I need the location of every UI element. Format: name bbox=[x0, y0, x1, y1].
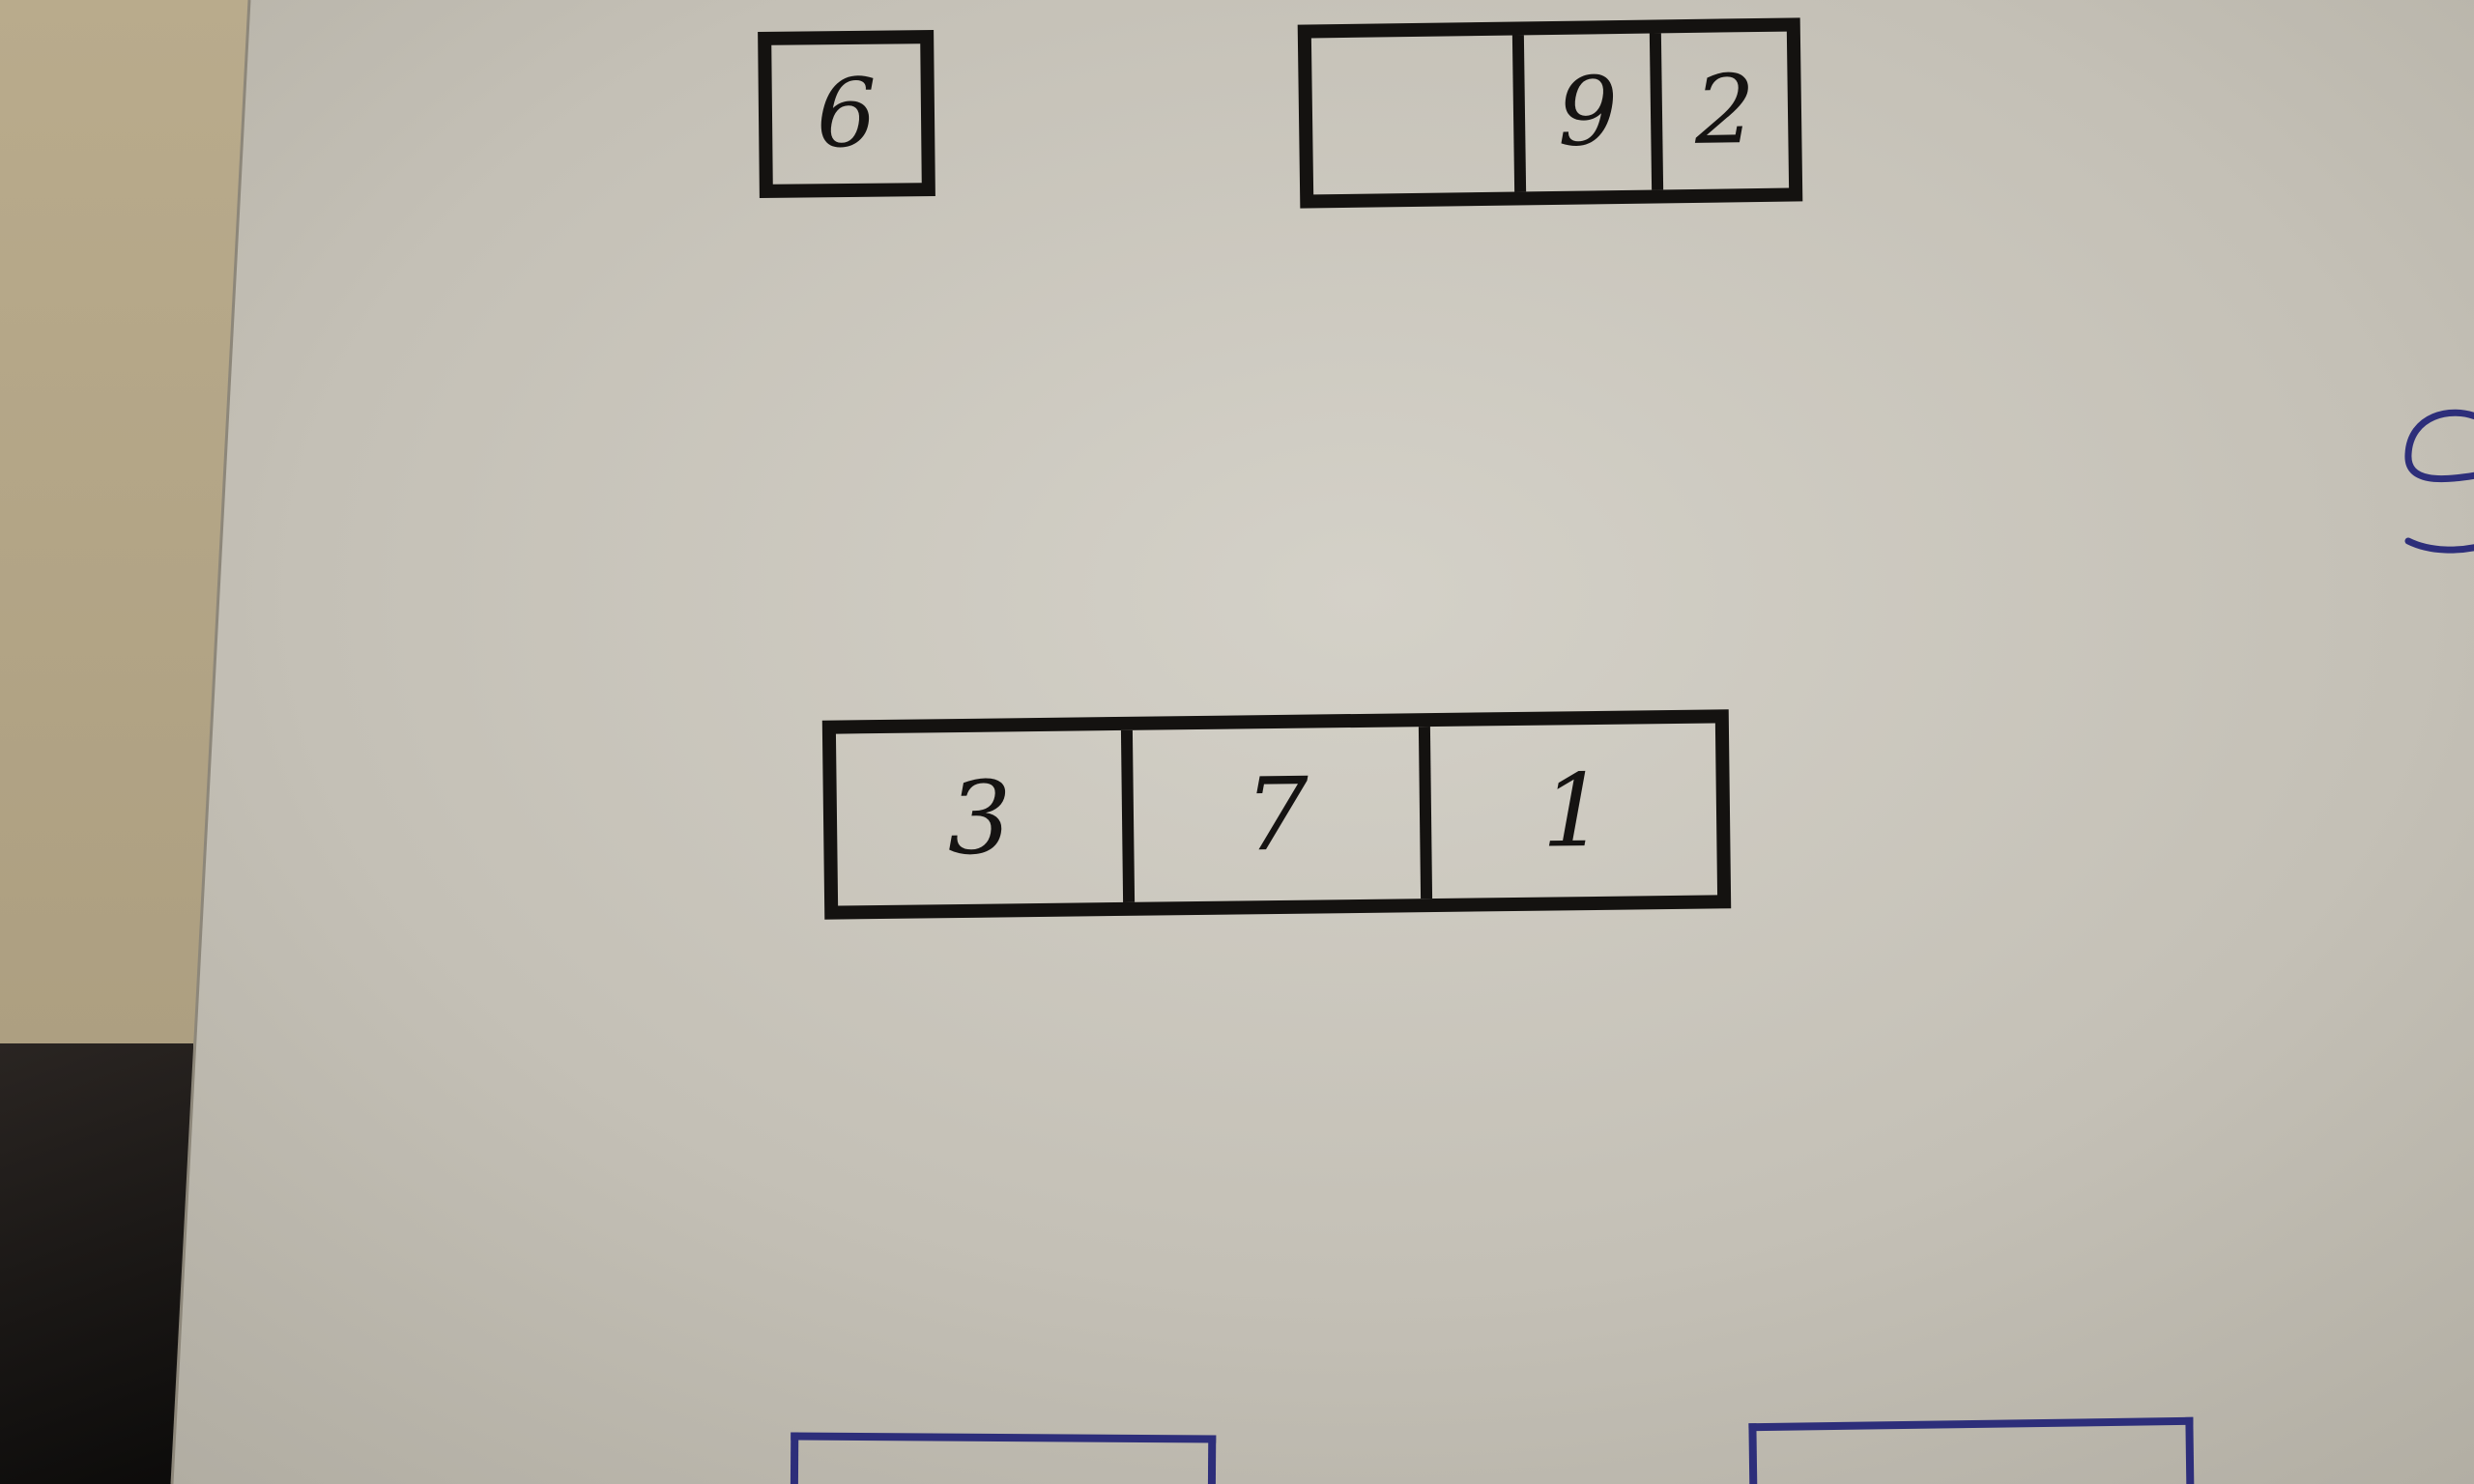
top-left-box: 6 bbox=[758, 30, 935, 198]
blue-box-left bbox=[790, 1432, 1217, 1484]
top-right-cell-3: 2 bbox=[1649, 31, 1790, 190]
top-right-cell-2: 9 bbox=[1511, 33, 1653, 192]
top-left-cell-1: 6 bbox=[816, 58, 877, 170]
top-right-cell-1 bbox=[1311, 36, 1514, 195]
middle-cell-3: 1 bbox=[1418, 723, 1718, 899]
middle-cell-1: 3 bbox=[946, 758, 1013, 878]
top-right-box: 9 2 bbox=[1297, 17, 1803, 209]
middle-cell-2: 7 bbox=[1121, 727, 1421, 902]
blue-ink-mark bbox=[2404, 409, 2474, 554]
middle-box: 3 7 1 bbox=[821, 709, 1732, 920]
dark-background-corner bbox=[0, 1043, 193, 1484]
blue-box-right bbox=[1748, 1416, 2195, 1484]
